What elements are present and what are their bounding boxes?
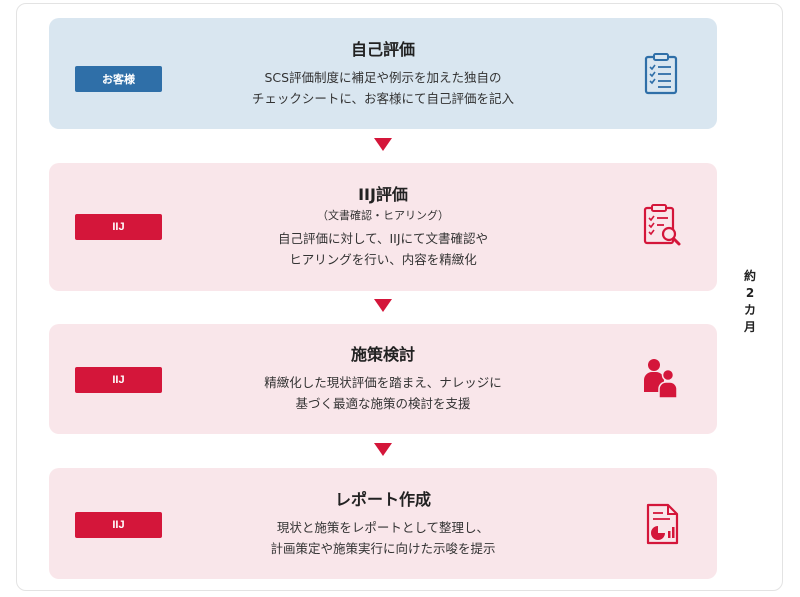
clipboard-search-icon xyxy=(643,204,681,246)
step-measure-review: IIJ 施策検討 精緻化した現状評価を踏まえ、ナレッジに 基づく最適な施策の検討… xyxy=(49,324,717,434)
step-title: 自己評価 xyxy=(350,40,415,59)
desc-line: 精緻化した現状評価を踏まえ、ナレッジに xyxy=(264,375,502,390)
step-description: 自己評価に対して、IIJにて文書確認や ヒアリングを行い、内容を精緻化 xyxy=(189,228,577,270)
flow-arrow xyxy=(374,299,392,312)
duration-char: カ xyxy=(743,303,756,317)
step-content: レポート作成 現状と施策をレポートとして整理し、 計画策定や施策実行に向けた示唆… xyxy=(189,489,577,559)
step-description: 精緻化した現状評価を踏まえ、ナレッジに 基づく最適な施策の検討を支援 xyxy=(189,372,577,414)
actor-badge-iij: IIJ xyxy=(75,367,162,393)
desc-line: 基づく最適な施策の検討を支援 xyxy=(295,396,471,411)
desc-line: チェックシートに、お客様にて自己評価を記入 xyxy=(251,91,515,106)
duration-char: 月 xyxy=(743,320,756,334)
step-title: 施策検討 xyxy=(350,345,415,364)
step-self-assessment: お客様 自己評価 SCS評価制度に補足や例示を加えた独自の チェックシートに、お… xyxy=(49,18,717,129)
duration-label: 約 2 カ 月 xyxy=(741,268,759,336)
step-content: IIJ評価 （文書確認・ヒアリング） 自己評価に対して、IIJにて文書確認や ヒ… xyxy=(189,184,577,270)
desc-line: 自己評価に対して、IIJにて文書確認や xyxy=(277,231,489,246)
step-iij-assessment: IIJ IIJ評価 （文書確認・ヒアリング） 自己評価に対して、IIJにて文書確… xyxy=(49,163,717,291)
duration-char: 約 xyxy=(743,269,756,283)
duration-char: 2 xyxy=(745,286,755,300)
people-icon xyxy=(644,359,678,399)
clipboard-checklist-icon xyxy=(644,53,678,95)
step-content: 自己評価 SCS評価制度に補足や例示を加えた独自の チェックシートに、お客様にて… xyxy=(189,39,577,109)
actor-badge-iij: IIJ xyxy=(75,214,162,240)
flow-arrow xyxy=(374,138,392,151)
actor-badge-iij: IIJ xyxy=(75,512,162,538)
desc-line: 計画策定や施策実行に向けた示唆を提示 xyxy=(270,541,496,556)
step-description: SCS評価制度に補足や例示を加えた独自の チェックシートに、お客様にて自己評価を… xyxy=(189,67,577,109)
step-title: レポート作成 xyxy=(334,490,431,509)
step-description: 現状と施策をレポートとして整理し、 計画策定や施策実行に向けた示唆を提示 xyxy=(189,517,577,559)
flow-arrow xyxy=(374,443,392,456)
step-content: 施策検討 精緻化した現状評価を踏まえ、ナレッジに 基づく最適な施策の検討を支援 xyxy=(189,344,577,414)
step-title: IIJ評価 xyxy=(358,185,408,204)
desc-line: ヒアリングを行い、内容を精緻化 xyxy=(289,252,477,267)
report-chart-icon xyxy=(646,503,679,545)
desc-line: SCS評価制度に補足や例示を加えた独自の xyxy=(264,70,502,85)
actor-badge-customer: お客様 xyxy=(75,66,162,92)
desc-line: 現状と施策をレポートとして整理し、 xyxy=(276,520,490,535)
step-report-creation: IIJ レポート作成 現状と施策をレポートとして整理し、 計画策定や施策実行に向… xyxy=(49,468,717,579)
step-subtitle: （文書確認・ヒアリング） xyxy=(317,209,449,222)
